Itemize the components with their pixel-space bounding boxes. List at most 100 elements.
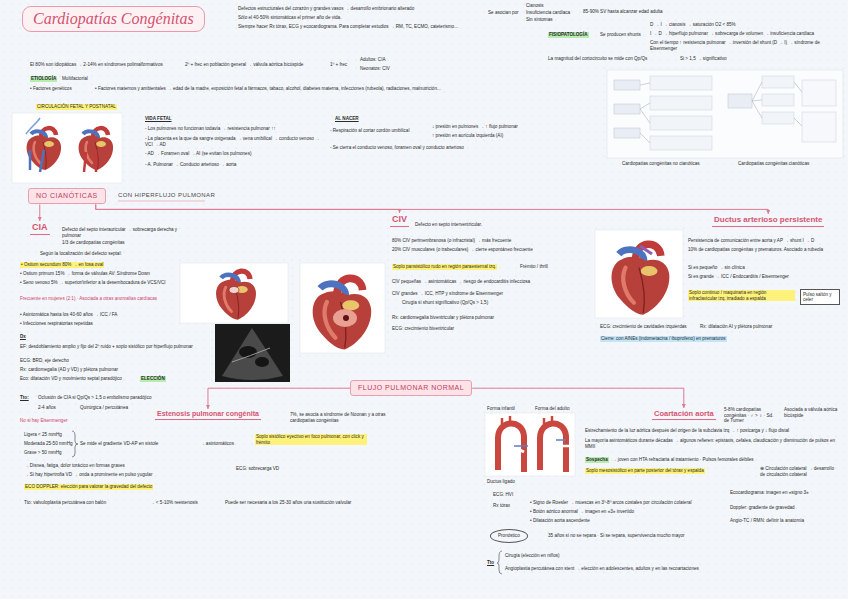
note-text: • Ostium secundum 80% → en fosa oval — [20, 262, 104, 268]
note-text: FISIOPATOLOGÍA — [548, 32, 589, 38]
note-text: 20% CIV musculares (o trabeculares) → ci… — [392, 247, 533, 253]
note-text: CIRCULACIÓN FETAL Y POSTNATAL — [36, 104, 117, 110]
note-text: 10% de cardiopatías congénitas y prematu… — [688, 247, 838, 253]
note-text: • Infecciones respiratorias repetidas — [20, 321, 93, 327]
decor-underline — [118, 201, 205, 202]
note-text: Rx: dilatación AI y plétora pulmonar — [700, 324, 772, 330]
note-text: Forma infantil — [487, 406, 515, 412]
branch-connector — [39, 204, 40, 221]
note-text: Rx: cardiomegalia (AD y VD) y plétora pu… — [20, 367, 118, 373]
note-text: Siempre hacer Rx tórax, ECG y ecocardiog… — [238, 24, 458, 30]
note-text: Se asocian por — [488, 10, 519, 16]
note-text: 7%, se asocia a síndrome de Noonan y a o… — [290, 412, 410, 423]
note-text: Cirugía si shunt significativo (Qp/Qs > … — [402, 300, 488, 306]
note-text: La mayoría asintomáticos durante décadas… — [585, 438, 837, 449]
note-text: CIV pequeñas → asintomáticas → riesgo de… — [392, 279, 530, 285]
note-text: CON HIPERFLUJO PULMONAR — [118, 192, 215, 199]
note-text: Sin síntomas — [526, 17, 553, 23]
section-heading: Ductus arterioso persistente — [712, 215, 824, 227]
process-box: NO CIANÓTICAS — [28, 188, 106, 204]
node-text: Coartación aorta — [654, 409, 714, 418]
note-text: ↑ presión en aurícula izquierda (AI) — [432, 133, 503, 139]
note-text: 2º + frec en población general → válvula… — [185, 62, 303, 68]
note-text: VIDA FETAL — [145, 116, 172, 122]
node-text: CIA — [32, 222, 48, 233]
civ-heart-figure — [300, 263, 385, 353]
note-text: - La placenta es la que da sangre oxigen… — [145, 136, 320, 147]
note-text: • Factores maternos y ambientales → edad… — [95, 86, 441, 92]
note-text: ECG: crecimiento de cavidades izquierdas — [600, 324, 687, 330]
note-text: I → D → hiperflujo pulmonar → sobrecarga… — [650, 31, 814, 37]
note-text: Angio-TC / RMN: definir la anatomía — [730, 518, 804, 524]
note-text: Si es pequeño → sin clínica — [688, 265, 745, 271]
note-text: Soplo continuo / maquinaria en región in… — [688, 290, 795, 301]
note-text: ECG: sobrecarga VD — [236, 466, 279, 472]
note-text: Persistencia de comunicación entre aorta… — [688, 238, 814, 244]
section-heading: Estenosis pulmonar congénita — [155, 410, 261, 420]
note-text: D → I → cianosis → saturación O2 < 85% — [650, 22, 736, 28]
note-text: • Seno venoso 5% → superior/inferior a l… — [20, 280, 175, 286]
treatment-bracket — [497, 551, 502, 574]
note-text: 1/3 de cardiopatías congénitas — [62, 240, 125, 246]
note-text: • Botón aórtico anormal → imagen en «3» … — [530, 509, 634, 515]
branch-connector — [208, 388, 350, 409]
note-text: ECG: crecimiento biventricular — [392, 326, 454, 332]
note-text: Doppler: gradiente de gravedad — [730, 505, 795, 511]
node-text: Estenosis pulmonar congénita — [157, 410, 259, 418]
classification-table-picture — [607, 70, 843, 158]
note-text: Frecuente en mujeres (2:1) · Asociada a … — [20, 296, 175, 302]
note-text: La magnitud del cortocircuito se mide co… — [548, 56, 647, 62]
note-text: Quirúrgica / percutánea — [80, 405, 128, 411]
aortic-coarctation-figure — [485, 413, 575, 476]
note-text: Tto — [487, 560, 494, 566]
node-text: CIV — [392, 214, 407, 225]
note-text: Se mide el gradiente VD-AP en sístole — [80, 441, 158, 447]
note-text: Si > 1,5 → significativo — [680, 56, 727, 62]
note-text: Si es grande → ICC / Endocarditis / Eise… — [688, 274, 789, 280]
note-text: ECO DOPPLER: elección para valorar la gr… — [24, 484, 153, 490]
node-text: Pronóstico — [498, 533, 520, 539]
note-text: → joven con HTA refractaria al tratamien… — [612, 457, 754, 463]
note-text: 1º + frec — [330, 62, 347, 68]
note-text: Defecto del septo interauricular → sobre… — [62, 227, 182, 238]
note-text: Ligera < 25 mmHg — [24, 432, 62, 438]
note-text: 5-8% cardiopatías congénitas · ♂ > ♀ · S… — [724, 407, 779, 424]
note-text: - Respiración al cortar cordón umbilical — [330, 128, 409, 134]
note-text: Forma del adulto — [535, 406, 569, 412]
note-text: Insuficiencia cardíaca — [526, 10, 570, 16]
note-text: Cirugía (elección en niños) — [505, 553, 560, 559]
note-text: ELECCIÓN — [140, 376, 166, 382]
note-text: • Dilatación aorta ascendente — [530, 518, 590, 524]
note-text: Cianosis — [526, 3, 544, 9]
note-text: Frémito / thrill — [520, 264, 548, 270]
note-text: Soplo pansistólico rudo en región paraes… — [392, 264, 497, 270]
note-text: Sospecha — [585, 457, 609, 463]
echocardiogram-picture — [215, 324, 290, 382]
section-heading: CIV — [390, 214, 409, 227]
note-text: Oclusión de CIA si Qp/Qs > 1,5 o embolis… — [38, 395, 152, 401]
note-text: Neonatos: CIV — [360, 66, 390, 72]
note-text: 2-4 años — [38, 405, 56, 411]
note-text: EF: desdoblamiento amplio y fijo del 2º … — [20, 344, 205, 350]
note-text: No si hay Eisenmenger — [20, 418, 68, 424]
node-text: FLUJO PULMONAR NORMAL — [358, 384, 464, 392]
note-text: 80% CIV perimembranosa (o infracristal) … — [392, 238, 511, 244]
branch-connector — [472, 388, 684, 408]
note-text: Moderada 25-50 mmHg — [24, 441, 73, 447]
note-text: CIV grandes → ICC, HTP y síndrome de Eis… — [392, 291, 503, 297]
note-text: • Factores genéticos — [30, 86, 72, 92]
oval-box: Pronóstico — [490, 529, 528, 543]
grade-bracket — [72, 431, 78, 457]
note-text: → Si hay hipertrofia VD → onda a promine… — [24, 472, 152, 478]
process-box: Pulso saltón y celer — [800, 289, 840, 305]
note-text: ECG: HVI — [493, 492, 513, 498]
note-text: Asociada a válvula aórtica bicúspide — [784, 407, 840, 418]
note-text: El 80% son idiopáticas → 2-14% en síndro… — [30, 62, 163, 68]
note-text: Defecto en septo interventricular. — [415, 222, 482, 228]
note-text: Con el tiempo ↑ resistencia pulmonar → i… — [650, 40, 842, 51]
note-text: • Signo de Roesler → muescas en 3º-8º ar… — [530, 500, 691, 506]
note-text: Sólo el 40-50% sintomáticas el primer añ… — [238, 15, 341, 21]
note-text: Cardiopatías congénitas cianóticas — [738, 161, 809, 167]
section-heading: CIA — [30, 222, 50, 235]
note-text: ⊕ Circulación colateral → desarrollo de … — [760, 466, 840, 477]
